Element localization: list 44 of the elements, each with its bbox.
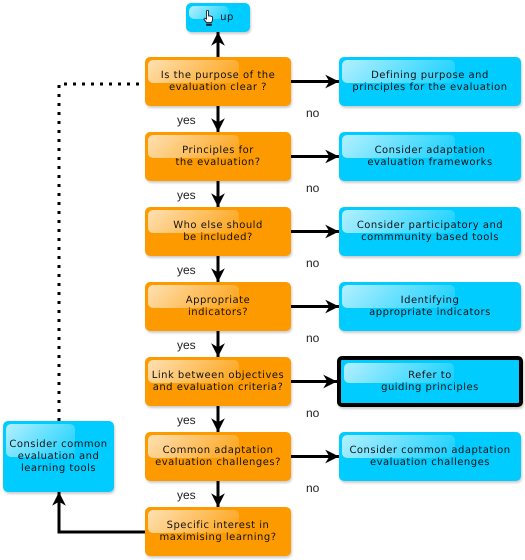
arrow [291,150,339,164]
decision-text: Who else should be included? [173,220,263,244]
decision-box [145,282,291,331]
arrow [211,181,225,207]
action-text: Consider common evaluation and learning tools [9,438,108,474]
arrow [211,256,225,282]
action-text: Identifying appropriate indicators [369,294,491,318]
arrow [211,106,225,132]
arrow [211,331,225,357]
action-box [339,282,521,331]
action-text: Consider common adaptation evaluation challenges [349,444,511,468]
highlighted-action-box [337,356,523,407]
action-text: Consider adaptation evaluation frameworks [367,144,493,168]
decision-text: Common adaptation evaluation challenges? [155,444,281,468]
arrow [211,481,225,507]
decision-text: Appropriate indicators? [186,294,250,318]
nav-text: up [220,12,234,24]
decision-box [145,432,291,481]
decision-box [145,507,291,556]
nav-box [186,3,250,32]
action-text: Defining purpose and principles for the evaluation [352,70,508,94]
decision-box [145,132,291,181]
decision-text: Specific interest in maximising learning? [159,520,277,544]
arrow [291,450,339,464]
decision-box [145,357,291,406]
decision-text: Is the purpose of the evaluation clear ? [160,70,276,94]
arrow [211,32,225,57]
arrow [291,224,339,238]
action-box [339,207,521,256]
arrow [291,300,339,314]
action-box [339,132,521,181]
decision-box [145,207,291,256]
arrow [211,406,225,432]
action-box [339,432,521,481]
action-text: Refer to guiding principles [381,370,479,394]
action-box [3,421,114,492]
arrow [52,492,145,534]
decision-text: Principles for the evaluation? [176,144,260,168]
action-box [339,57,521,106]
action-text: Consider participatory and commmunity based tools [356,220,504,244]
decision-text: Link between objectives and evaluation criteria? [152,370,284,394]
arrow [291,374,337,388]
arrow [291,74,339,88]
decision-box [145,57,291,106]
